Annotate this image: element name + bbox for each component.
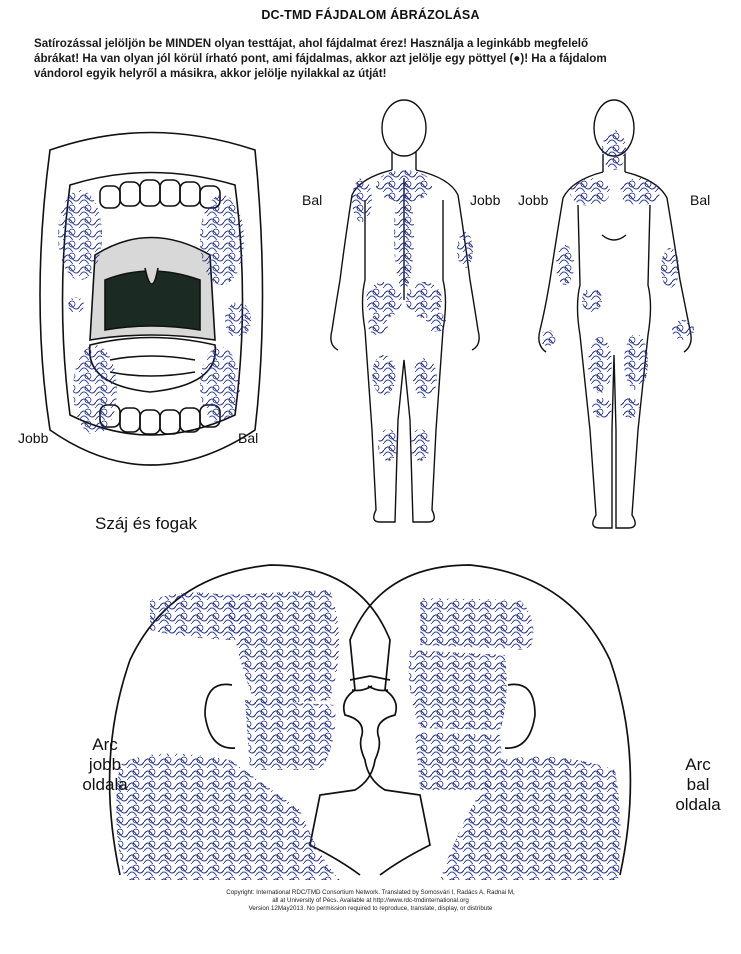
- face-right-label: Arc jobb oldala: [75, 735, 135, 795]
- body-back-pain-marks: [352, 170, 473, 461]
- body-front-pain-marks: [540, 130, 694, 418]
- body-back-left-label: Bal: [302, 192, 322, 208]
- face-left-pain-marks: [409, 598, 621, 880]
- body-back-right-label: Jobb: [470, 192, 500, 208]
- lower-teeth: [100, 405, 220, 434]
- body-front-left-label: Jobb: [518, 192, 548, 208]
- mouth-caption: Száj és fogak: [95, 514, 197, 534]
- face-left-label: Arc bal oldala: [668, 755, 728, 815]
- mouth-left-label: Jobb: [18, 430, 48, 446]
- upper-teeth: [100, 180, 220, 208]
- face-right-pain-marks: [116, 590, 340, 880]
- mouth-right-label: Bal: [238, 430, 258, 446]
- body-front-right-label: Bal: [690, 192, 710, 208]
- copyright-notice: Copyright: International RDC/TMD Consort…: [0, 889, 741, 912]
- body-back-diagram: [331, 100, 479, 522]
